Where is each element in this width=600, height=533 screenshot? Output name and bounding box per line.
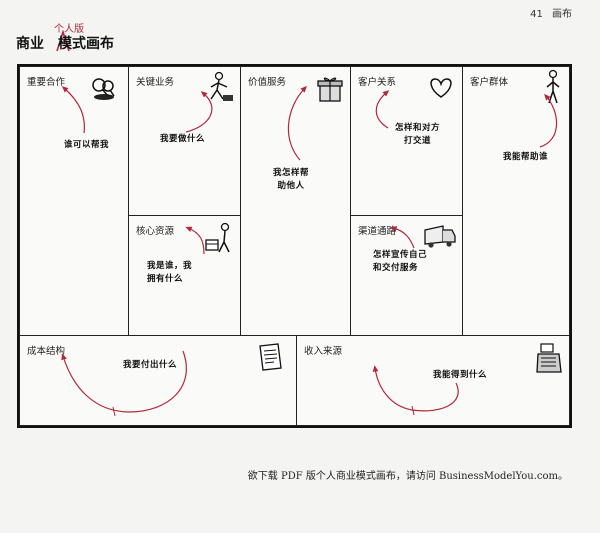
cost-structure-block: 成本结构 我要付出什么 <box>19 335 297 426</box>
cost-structure-question: 我要付出什么 <box>123 360 178 370</box>
customer-segments-block: 客户群体 我能帮助谁 <box>462 66 570 336</box>
customer-segments-question: 我能帮助谁 <box>503 152 549 162</box>
customer-relationships-question: 怎样和对方 打交道 <box>395 122 440 148</box>
key-resources-question-line1: 我是谁，我 <box>147 261 193 271</box>
revenue-streams-block: 收入来源 我能得到什么 <box>296 335 570 426</box>
revenue-streams-question: 我能得到什么 <box>433 370 488 380</box>
key-resources-question: 我是谁，我 拥有什么 <box>147 260 192 286</box>
key-resources-question-line2: 拥有什么 <box>147 274 184 285</box>
customer-segments-label: 客户群体 <box>470 77 509 88</box>
business-model-canvas: 重要合作 谁可以帮我 关键业务 我要做什么 核心资源 我是谁，我 拥有什么 <box>17 64 572 428</box>
customer-relationships-question-line1: 怎样和对方 <box>395 123 441 133</box>
title-insert-text: 个人版 <box>54 24 84 35</box>
revenue-streams-label: 收入来源 <box>304 346 343 357</box>
gift-icon <box>317 77 343 102</box>
value-proposition-question-line2: 助他人 <box>277 181 305 192</box>
keys-icon <box>92 78 115 100</box>
key-activities-block: 关键业务 我要做什么 <box>128 66 241 216</box>
heart-icon <box>430 78 452 98</box>
value-proposition-question: 我怎样帮 助他人 <box>273 167 309 193</box>
value-proposition-block: 价值服务 我怎样帮 助他人 <box>240 66 351 336</box>
caret-insert-icon <box>56 30 70 52</box>
key-resources-block: 核心资源 我是谁，我 拥有什么 <box>128 215 241 336</box>
page-number: 41 <box>530 9 543 20</box>
key-partners-block: 重要合作 谁可以帮我 <box>19 66 129 336</box>
footer-note: 欲下载 PDF 版个人商业模式画布，请访问 BusinessModelYou.c… <box>247 471 568 482</box>
key-resources-label: 核心资源 <box>136 226 175 237</box>
title-main-right: 模式画布 <box>58 36 114 52</box>
key-activities-question: 我要做什么 <box>160 134 206 144</box>
customer-relationships-question-line2: 打交道 <box>404 136 432 147</box>
channels-block: 渠道通路 怎样宣传自己 和交付服务 <box>350 215 463 336</box>
section-name: 画布 <box>552 9 572 20</box>
channels-question-line1: 怎样宣传自己 <box>373 250 428 260</box>
customer-relationships-block: 客户关系 怎样和对方 打交道 <box>350 66 463 216</box>
key-partners-label: 重要合作 <box>27 77 66 88</box>
resources-icon <box>205 222 230 253</box>
truck-icon <box>424 225 456 248</box>
title-main-left: 商业 <box>16 36 44 52</box>
invoice-icon <box>259 343 282 371</box>
cost-structure-label: 成本结构 <box>27 346 66 357</box>
channels-question: 怎样宣传自己 和交付服务 <box>373 249 427 275</box>
channels-question-line2: 和交付服务 <box>373 263 419 274</box>
page-header: 41 画布 <box>530 5 572 20</box>
customer-relationships-label: 客户关系 <box>358 77 397 88</box>
person-icon <box>546 69 560 104</box>
cash-register-icon <box>536 343 562 373</box>
worker-icon <box>210 71 233 101</box>
channels-label: 渠道通路 <box>358 226 397 237</box>
key-activities-label: 关键业务 <box>136 77 175 88</box>
page-title: 个人版 商业模式画布 <box>16 20 156 54</box>
value-proposition-label: 价值服务 <box>248 77 287 88</box>
value-proposition-question-line1: 我怎样帮 <box>273 168 310 178</box>
key-partners-question: 谁可以帮我 <box>64 140 110 150</box>
